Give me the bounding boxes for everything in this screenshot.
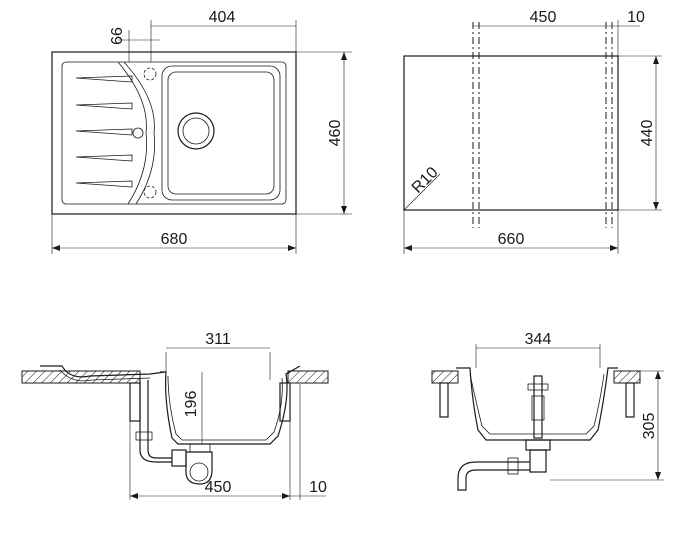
tap-hole-top xyxy=(143,67,157,81)
countertop-front-left xyxy=(431,370,459,384)
sink-outline xyxy=(51,51,297,215)
tap-hole-mid xyxy=(132,127,144,139)
drainer-boundary xyxy=(117,61,147,205)
dim-bowl-depth: 196 xyxy=(183,391,200,418)
drainer-boundary-inner xyxy=(123,61,155,205)
drainer-grooves xyxy=(75,75,133,188)
dim-corner-radius: R10 xyxy=(409,164,442,197)
countertop-front-right xyxy=(613,370,641,384)
cutout-outline xyxy=(403,55,619,211)
bowl-inner xyxy=(167,71,275,195)
bowl-outline xyxy=(161,65,281,201)
sink-rim xyxy=(61,61,287,205)
dim-cutout-width: 660 xyxy=(498,231,525,248)
dim-bowl-top-width: 311 xyxy=(205,331,231,348)
side-bowl xyxy=(160,365,301,445)
drain-outer xyxy=(177,112,215,150)
front-section: 344 305 xyxy=(431,331,664,491)
side-trap xyxy=(185,451,213,485)
dim-drainer-width: 66 xyxy=(109,27,126,45)
dim-front-bowl-width: 344 xyxy=(525,331,552,348)
tap-hole-bottom xyxy=(143,185,157,199)
side-section: 311 196 450 10 xyxy=(21,331,329,500)
front-outlet-pipe xyxy=(457,461,516,491)
dim-edge-offset: 10 xyxy=(627,9,645,26)
dim-total-depth: 305 xyxy=(641,413,658,440)
cutout-view: R10 450 10 660 440 xyxy=(403,9,662,254)
dim-cabinet-width: 450 xyxy=(205,479,232,496)
front-trap xyxy=(529,449,547,473)
dim-side-edge-offset: 10 xyxy=(309,479,327,496)
dim-bowl-width: 404 xyxy=(209,9,236,26)
dim-overall-depth: 460 xyxy=(327,120,344,147)
dim-overall-width: 680 xyxy=(161,231,188,248)
top-view: 66 404 680 460 xyxy=(51,9,352,254)
front-bowl xyxy=(456,367,618,441)
countertop-right xyxy=(287,370,329,384)
dim-cutout-inner: 450 xyxy=(530,9,557,26)
drain-inner xyxy=(182,117,210,145)
dim-cutout-depth: 440 xyxy=(639,120,656,147)
